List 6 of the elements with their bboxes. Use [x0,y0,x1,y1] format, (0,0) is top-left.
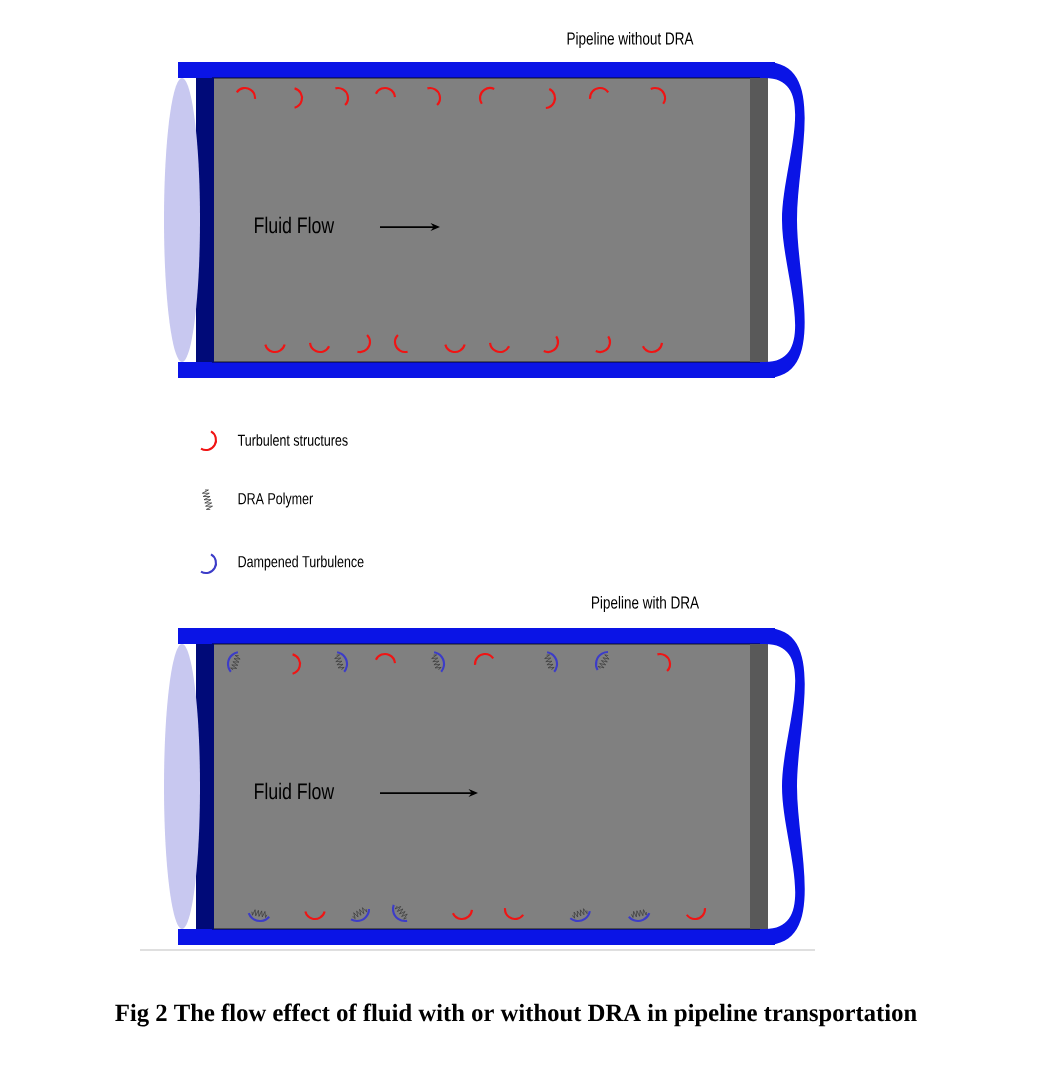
legend-label: DRA Polymer [238,492,313,508]
legend-label: Dampened Turbulence [238,555,364,571]
pipe-label: Pipeline without DRA [567,31,694,49]
figure-caption: Fig 2 The flow effect of fluid with or without DRA in pipeline transportation [115,1003,917,1027]
pipe-label: Pipeline with DRA [592,595,700,613]
legend-label: Turbulent structures [237,434,348,446]
